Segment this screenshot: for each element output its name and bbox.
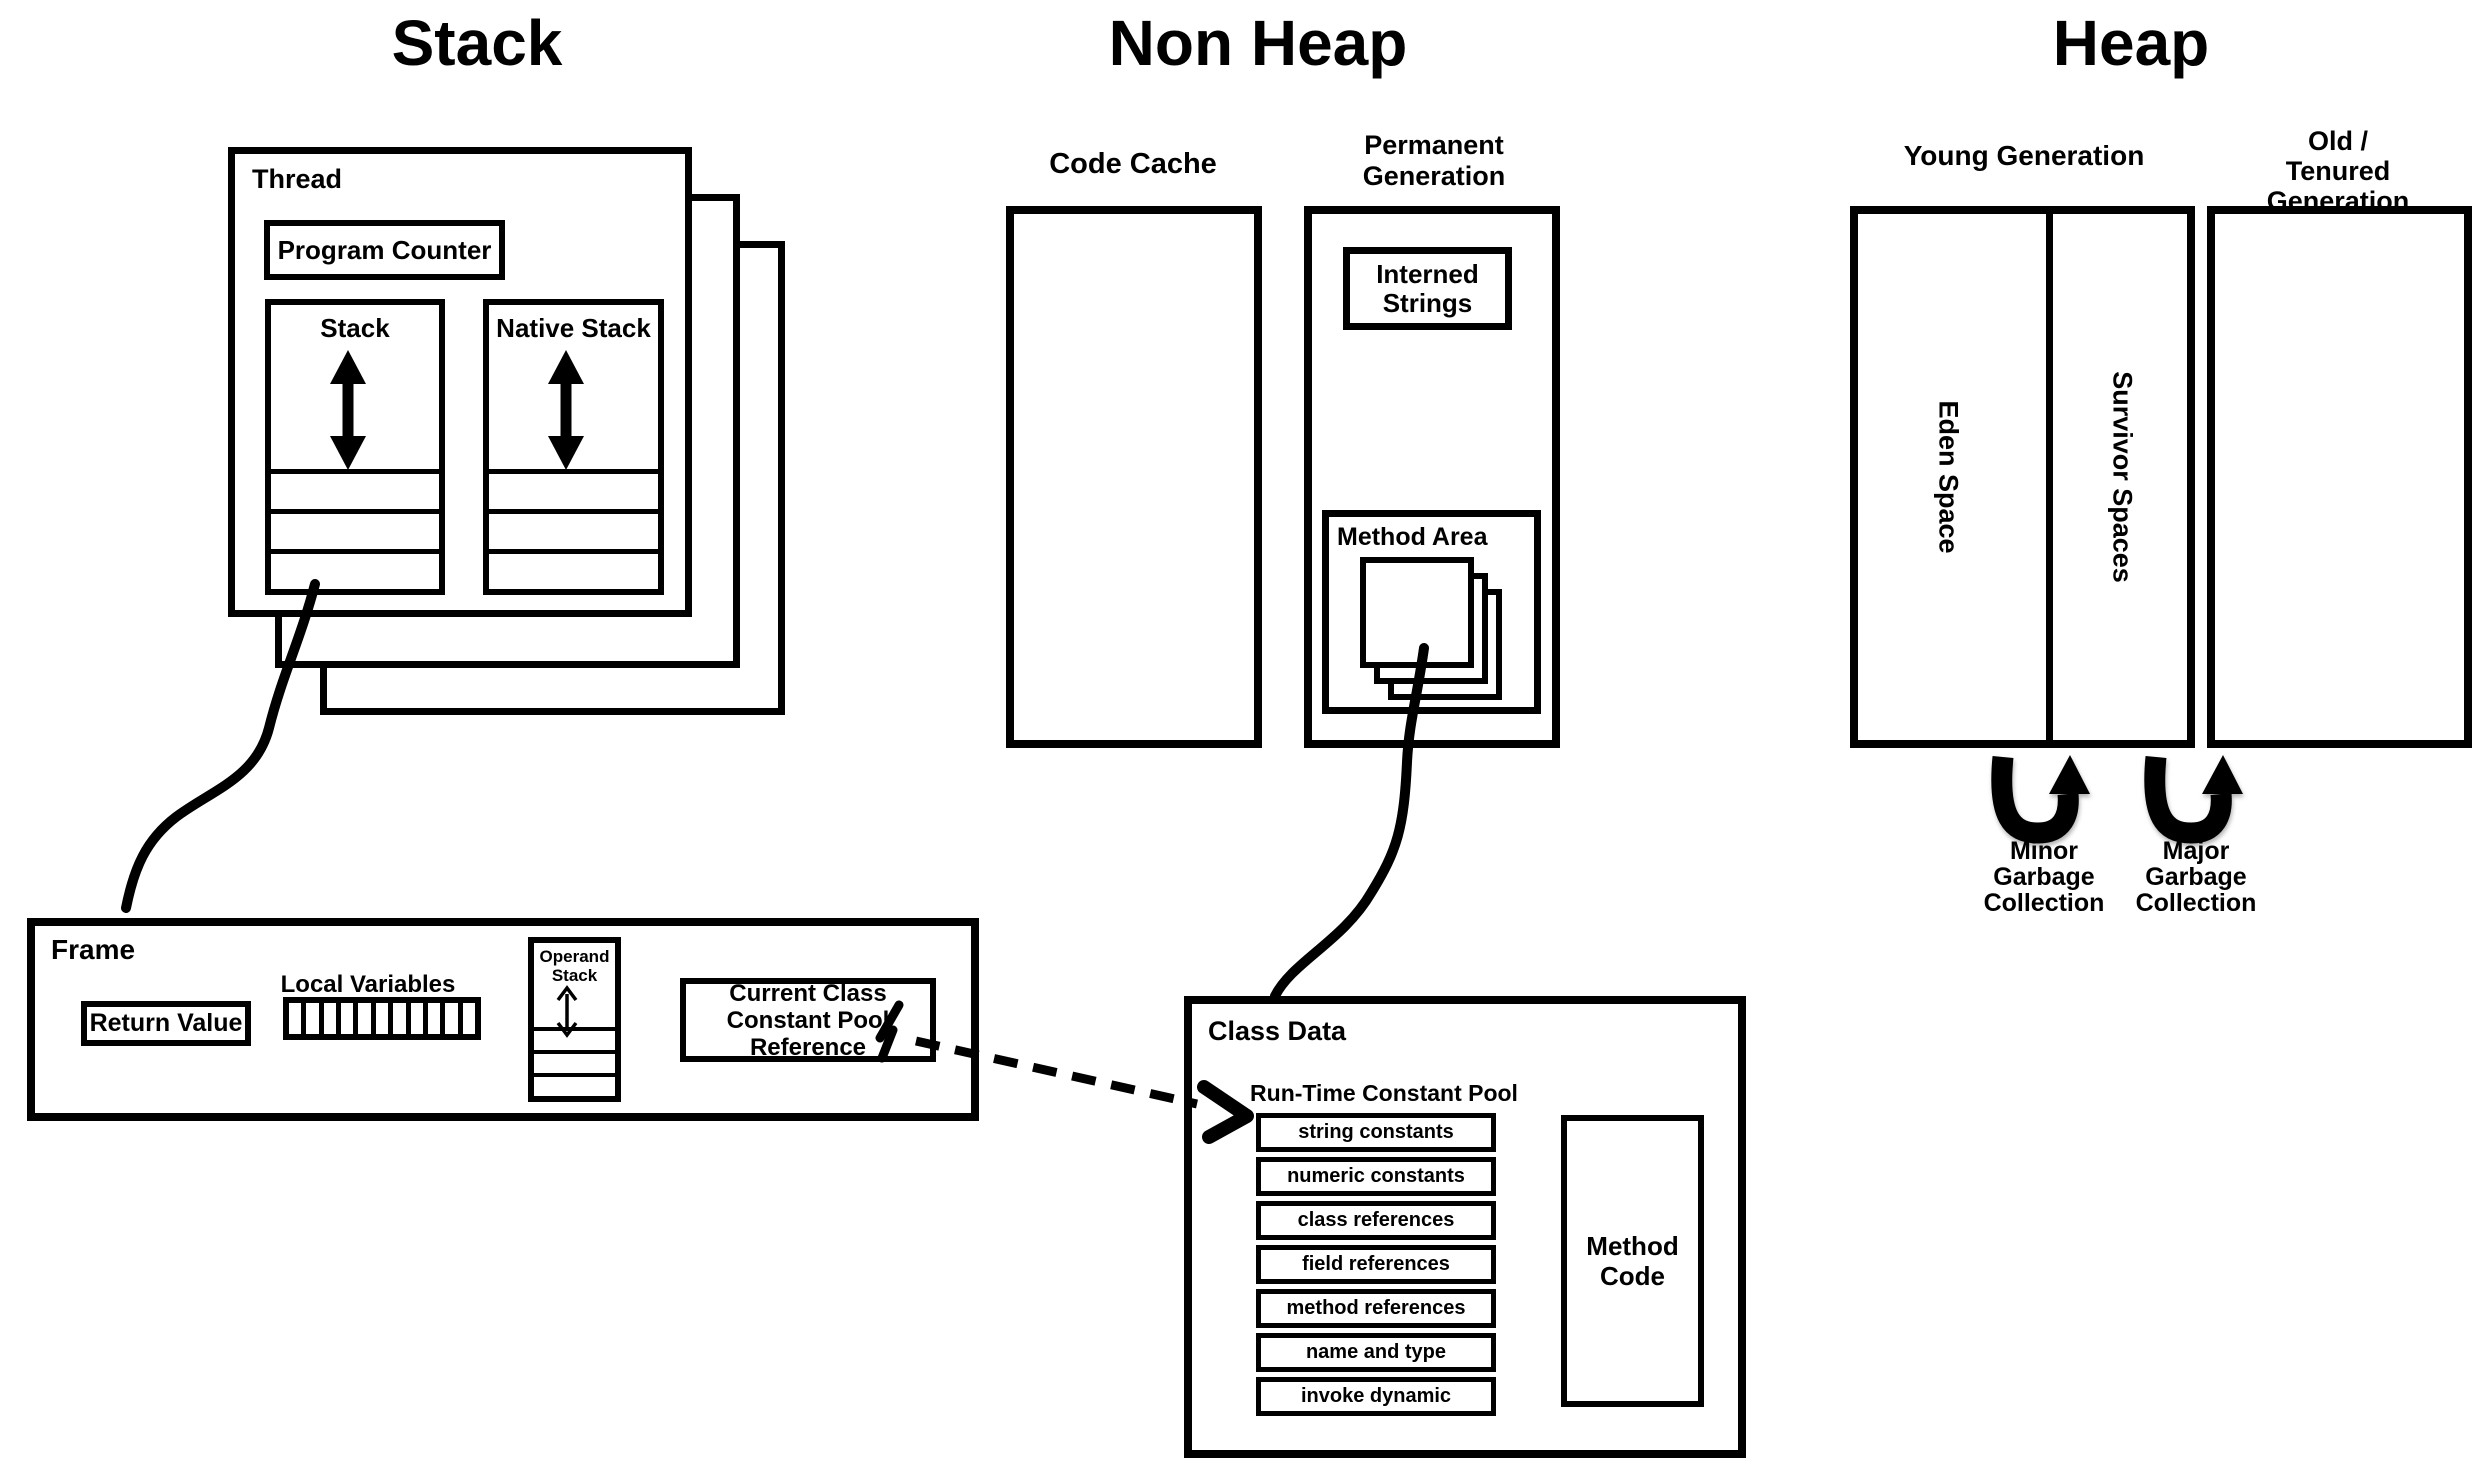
stack-slot	[489, 549, 658, 589]
native-stack-box: Native Stack	[483, 299, 664, 595]
method-area-box: Method Area	[1322, 510, 1541, 714]
local-variable-slot	[318, 1003, 337, 1034]
major-gc-loop-arrow-icon	[2144, 755, 2243, 844]
local-variable-slot	[422, 1003, 441, 1034]
operand-slot	[534, 1027, 615, 1050]
local-variable-slot	[370, 1003, 389, 1034]
native-stack-slots	[489, 469, 658, 589]
young-generation-label: Young Generation	[1903, 140, 2145, 171]
survivor-spaces-label: Survivor Spaces	[2107, 371, 2138, 583]
operand-slot	[534, 1073, 615, 1096]
thread-box: Thread Program Counter Stack Native Stac…	[228, 147, 692, 617]
major-gc-label: Major Garbage Collection	[2135, 837, 2257, 917]
runtime-constant-pool-label: Run-Time Constant Pool	[1250, 1080, 1518, 1106]
class-data-box: Class Data Run-Time Constant Pool string…	[1184, 996, 1746, 1458]
vm-stack-label: Stack	[320, 313, 390, 343]
local-variable-slot	[457, 1003, 475, 1034]
stack-slot	[489, 469, 658, 509]
old-tenured-generation-box	[2207, 206, 2472, 748]
native-stack-label: Native Stack	[496, 313, 651, 343]
runtime-constant-pool-list: string constants numeric constants class…	[1256, 1113, 1496, 1421]
program-counter-box: Program Counter	[264, 220, 505, 280]
eden-space-label: Eden Space	[1933, 400, 1964, 554]
local-variable-slot	[289, 1003, 302, 1034]
operand-slot	[534, 1050, 615, 1073]
interned-strings-box: Interned Strings	[1343, 247, 1512, 330]
code-cache-label: Code Cache	[1049, 148, 1217, 180]
operand-stack-slots	[534, 1027, 615, 1096]
stack-slot	[489, 509, 658, 549]
local-variable-slot	[336, 1003, 354, 1034]
frame-label: Frame	[51, 934, 136, 965]
permanent-generation-box: Interned Strings Method Area	[1304, 206, 1560, 748]
local-variables-box	[283, 997, 481, 1040]
permanent-generation-label: Permanent Generation	[1362, 130, 1506, 191]
current-class-constant-pool-reference-box: Current Class Constant Pool Reference	[680, 978, 936, 1062]
pool-row: numeric constants	[1256, 1157, 1496, 1196]
pool-row: method references	[1256, 1289, 1496, 1328]
stack-slot	[271, 469, 439, 509]
local-variable-slot	[388, 1003, 406, 1034]
return-value-box: Return Value	[81, 1001, 251, 1046]
vm-stack-slots	[271, 469, 439, 589]
method-area-label: Method Area	[1337, 523, 1488, 551]
stack-section-title: Stack	[391, 7, 563, 79]
class-data-label: Class Data	[1208, 1016, 1347, 1046]
pool-row: string constants	[1256, 1113, 1496, 1152]
pool-row: field references	[1256, 1245, 1496, 1284]
method-code-box: Method Code	[1561, 1115, 1704, 1407]
local-variables-slots	[289, 1003, 475, 1034]
minor-gc-label: Minor Garbage Collection	[1983, 837, 2105, 917]
operand-stack-label: Operand Stack	[539, 947, 610, 985]
thread-label: Thread	[252, 164, 343, 194]
local-variables-label: Local Variables	[280, 971, 456, 998]
stack-slot	[271, 509, 439, 549]
minor-gc-loop-arrow-icon	[1991, 755, 2090, 844]
operand-stack-box: Operand Stack	[528, 937, 621, 1102]
pool-row: class references	[1256, 1201, 1496, 1240]
code-cache-box	[1006, 206, 1262, 748]
eden-survivor-divider	[2046, 214, 2053, 740]
frame-box: Frame Return Value Local Variables Opera…	[27, 918, 979, 1121]
local-variable-slot	[405, 1003, 423, 1034]
class-file-card-front	[1360, 557, 1474, 668]
young-generation-box	[1850, 206, 2195, 748]
pool-row: name and type	[1256, 1333, 1496, 1372]
pool-row: invoke dynamic	[1256, 1377, 1496, 1416]
heap-section-title: Heap	[2052, 7, 2210, 79]
vm-stack-box: Stack	[265, 299, 445, 595]
local-variable-slot	[301, 1003, 319, 1034]
local-variable-slot	[353, 1003, 371, 1034]
non-heap-section-title: Non Heap	[1108, 7, 1408, 79]
local-variable-slot	[440, 1003, 458, 1034]
old-tenured-generation-label: Old / Tenured Generation	[2266, 126, 2410, 216]
stack-slot	[271, 549, 439, 589]
